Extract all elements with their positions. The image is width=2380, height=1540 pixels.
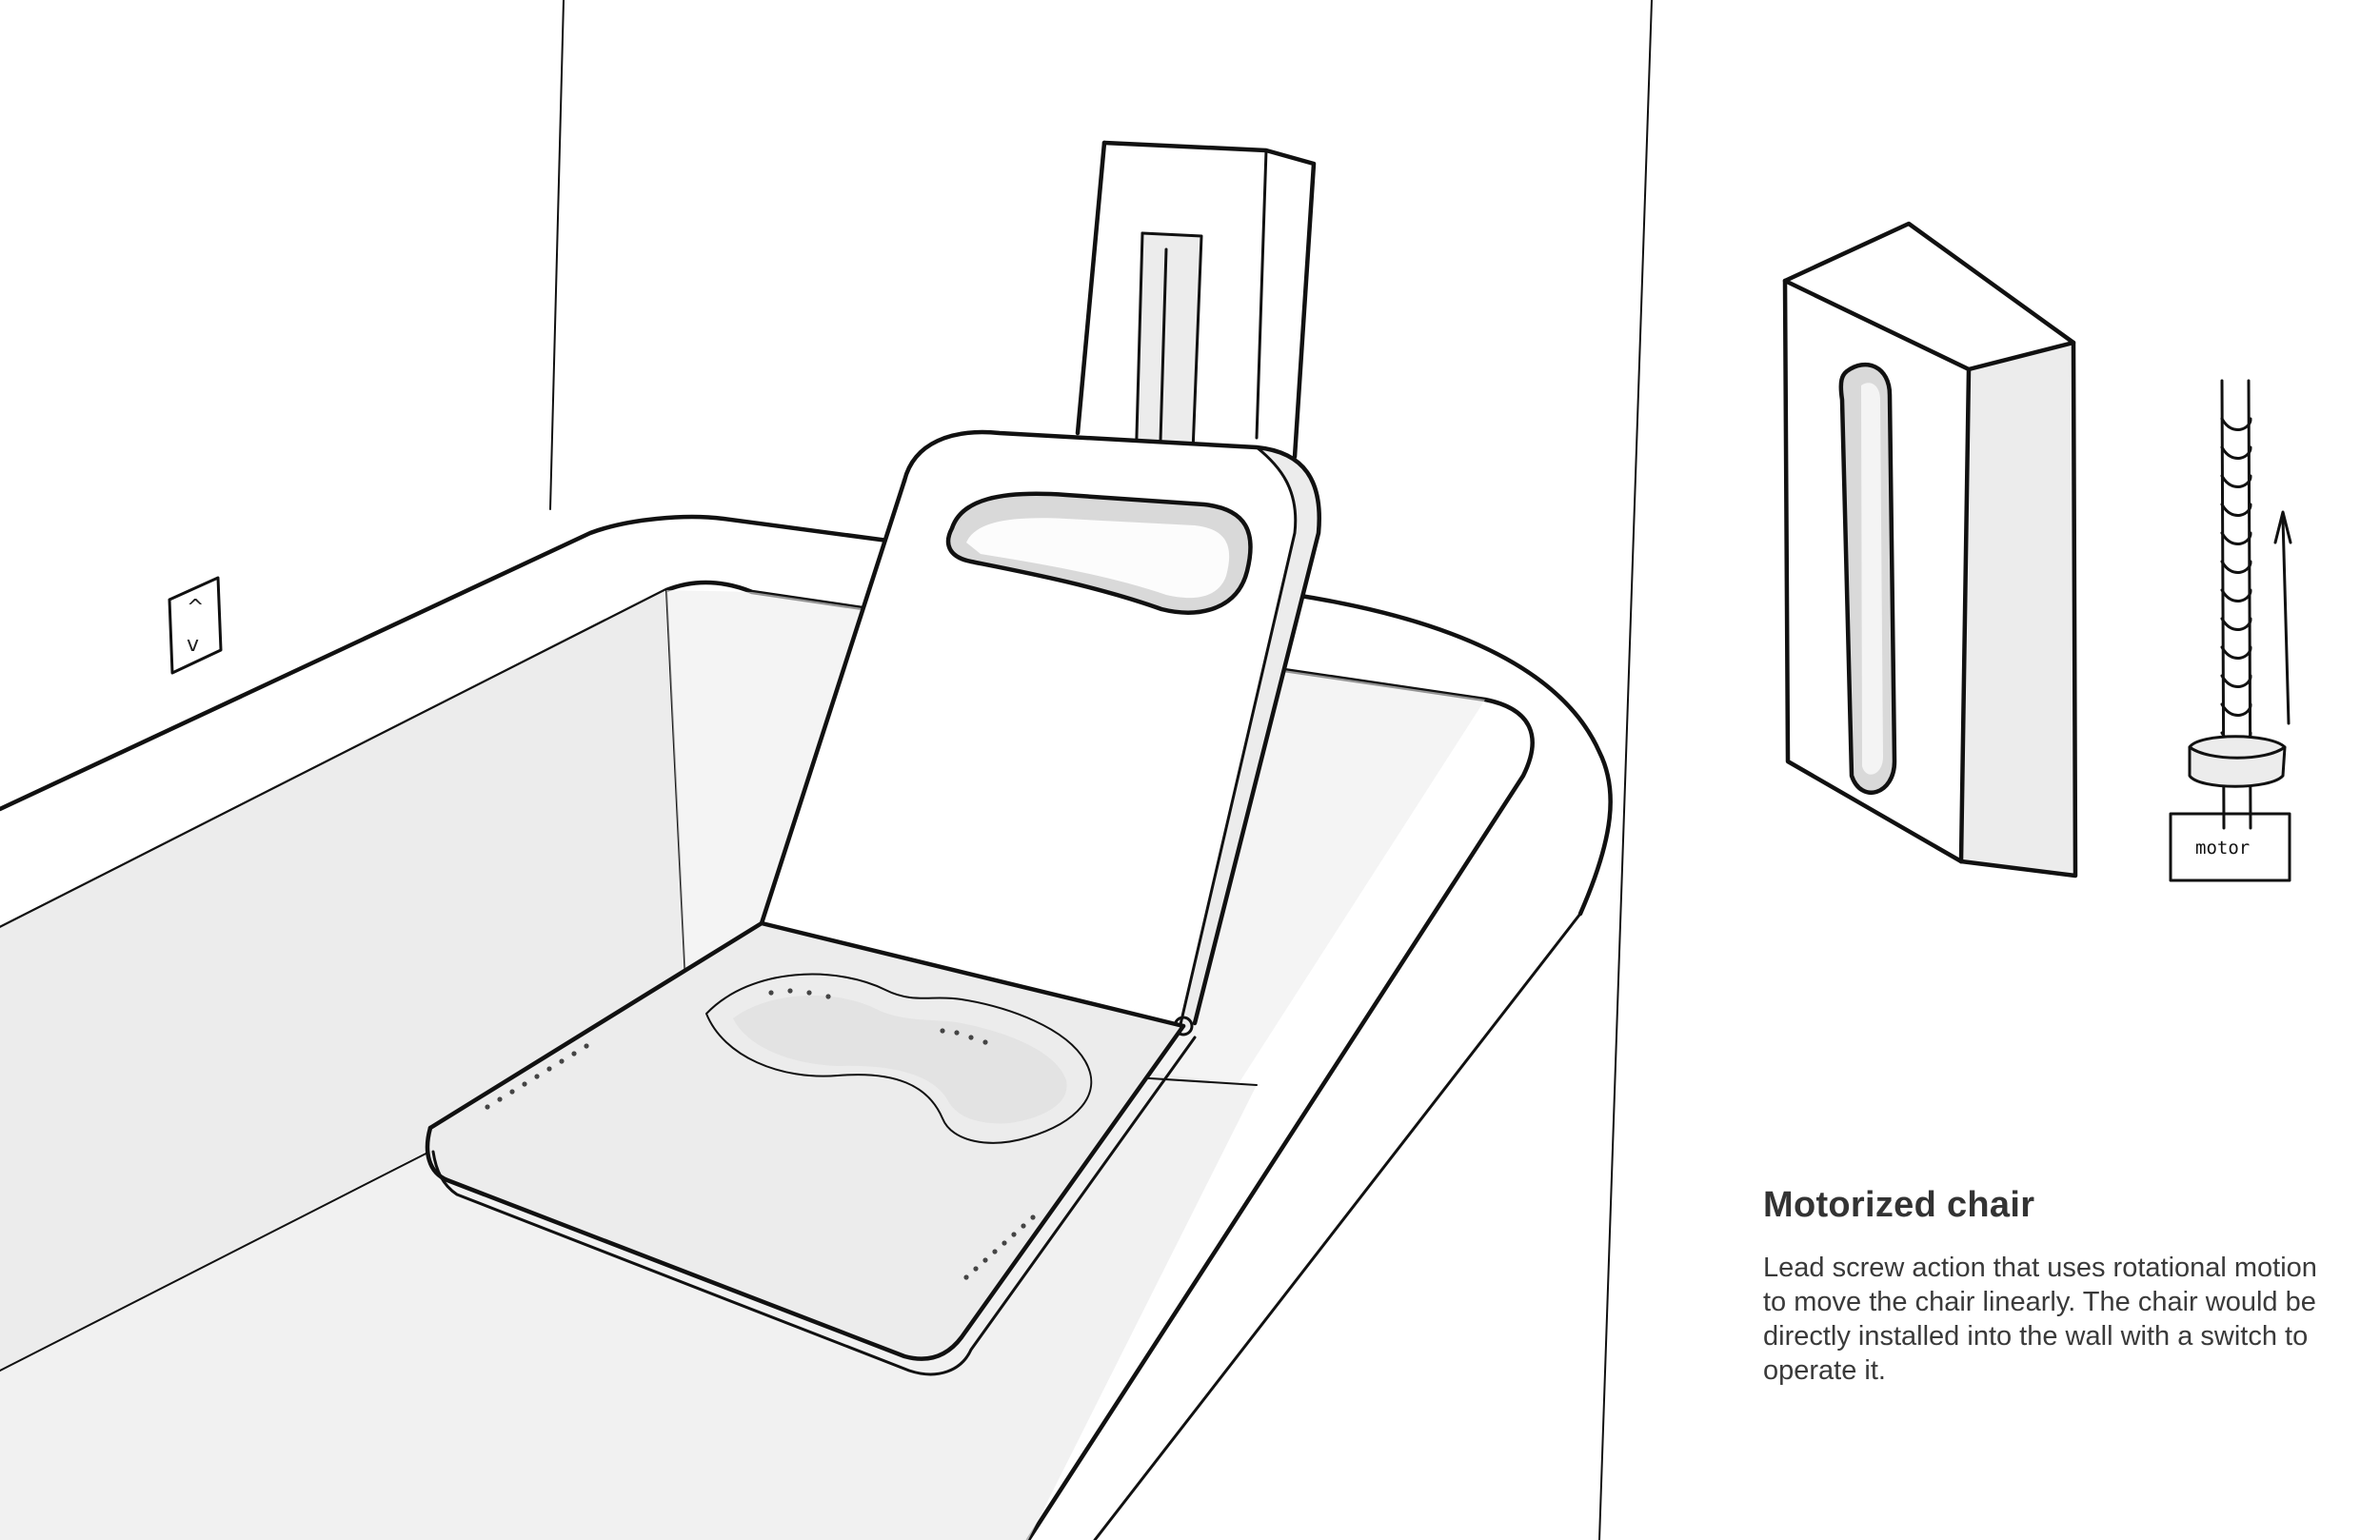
wall-switch: ^ v [168,576,223,675]
room-walls [549,0,1653,1540]
chair-backrest [759,429,1321,1037]
screw-threads [2220,417,2252,745]
lift-enclosure-box [1782,221,2078,879]
lead-screw-assembly: motor [2169,379,2292,882]
caption: Motorized chair Lead screw action that u… [1763,1185,2334,1388]
seat-drainage-dots-right [963,1214,1036,1280]
chair-seat [425,920,1197,1376]
switch-up-glyph: ^ [187,596,204,620]
seat-contour-dots [768,988,988,1045]
caption-body: Lead screw action that uses rotational m… [1763,1253,2317,1386]
switch-down-glyph: v [187,633,199,657]
caption-title: Motorized chair [1763,1185,2035,1225]
seat-drainage-dots-left [485,1043,589,1110]
motor-label: motor [2195,838,2250,859]
